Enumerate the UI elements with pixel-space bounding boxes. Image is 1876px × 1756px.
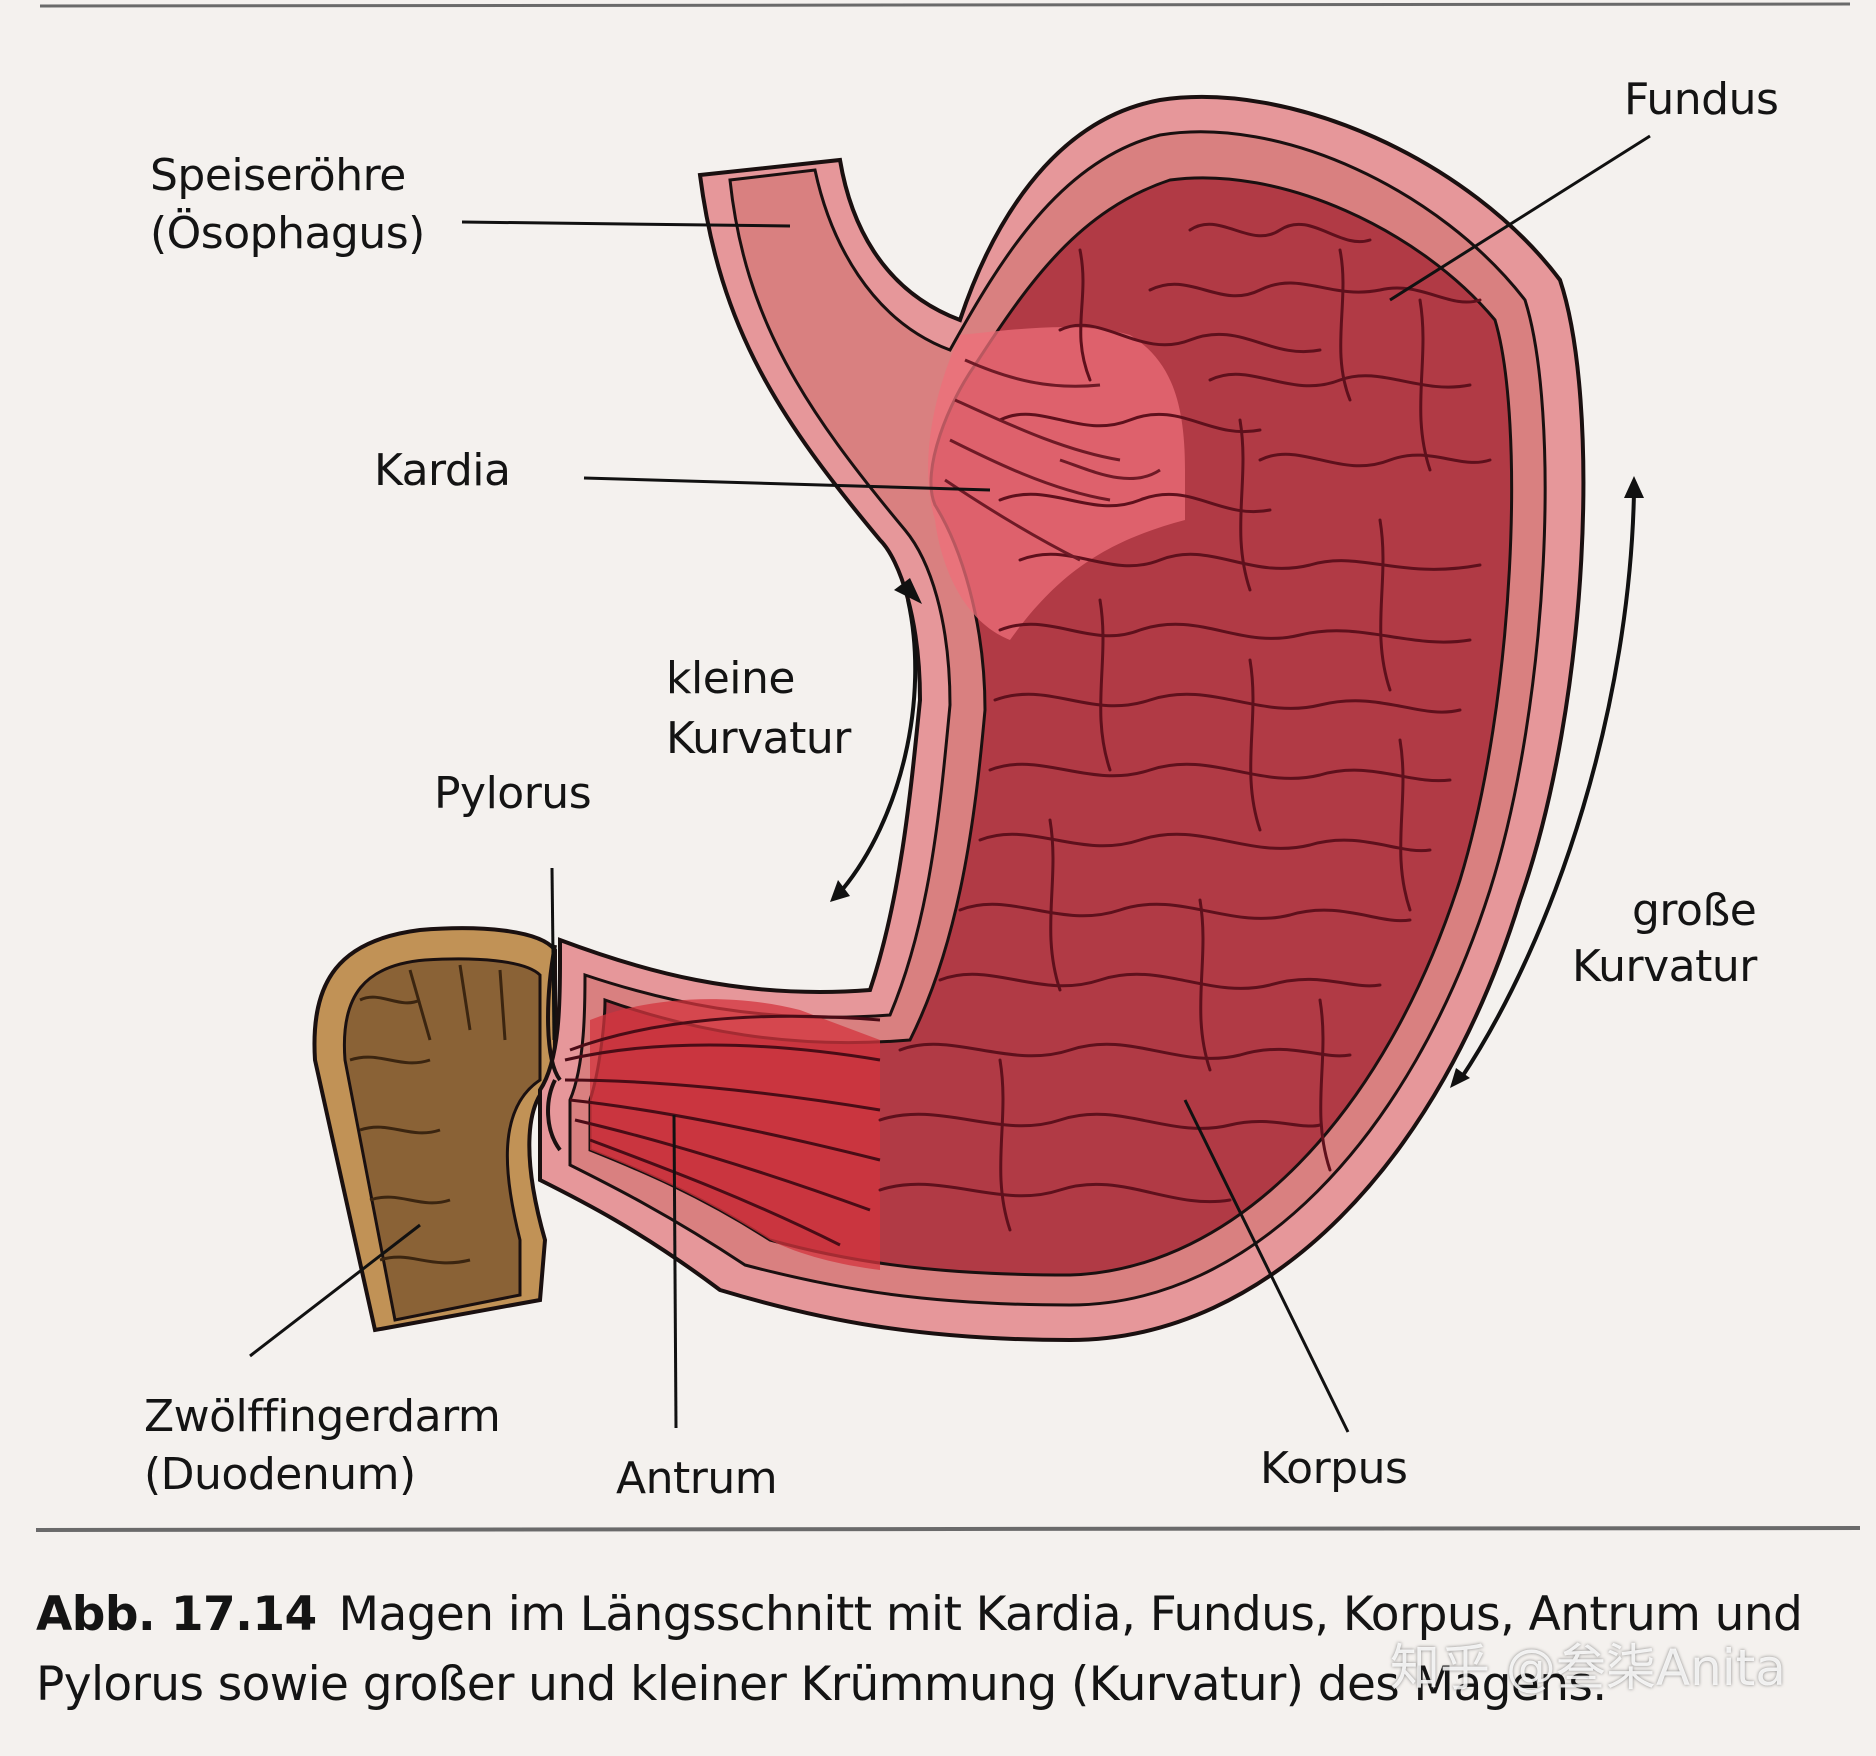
top-rule (39, 2, 1851, 8)
label-esophagus-line1: Speiseröhre (150, 150, 406, 201)
kleine-kurvatur-arrow (830, 578, 922, 902)
bottom-rule (35, 1526, 1861, 1532)
leader-lines (249, 134, 1651, 1433)
label-fundus: Fundus (1624, 74, 1779, 125)
label-grosse-kurvatur-line1: große (1632, 885, 1757, 936)
label-grosse-kurvatur-line2: Kurvatur (1572, 941, 1757, 992)
leader-esophagus (461, 220, 791, 228)
watermark: 知乎 @叁柒Anita (1390, 1639, 1786, 1697)
label-korpus: Korpus (1260, 1443, 1408, 1494)
antrum-folds (564, 1014, 881, 1247)
label-kleine-kurvatur-line2: Kurvatur (666, 713, 851, 764)
kardia-region (928, 327, 1185, 640)
label-esophagus-line2: (Ösophagus) (150, 208, 425, 259)
antrum-region (590, 999, 880, 1270)
leader-pylorus (550, 867, 556, 1041)
leader-duodenum (249, 1223, 421, 1358)
mucosa-folds (878, 222, 1492, 1232)
label-kleine-kurvatur-line1: kleine (666, 653, 795, 704)
label-antrum: Antrum (616, 1453, 778, 1504)
leader-antrum (672, 1114, 678, 1429)
leader-korpus (1183, 1099, 1350, 1433)
label-kardia: Kardia (374, 445, 511, 496)
label-pylorus: Pylorus (434, 768, 592, 819)
label-duodenum-line2: (Duodenum) (144, 1449, 416, 1500)
label-duodenum-line1: Zwölffingerdarm (144, 1391, 501, 1442)
leader-fundus (1389, 134, 1651, 302)
leader-kardia (583, 476, 991, 492)
figure-number: Abb. 17.14 (36, 1587, 317, 1642)
grosse-kurvatur-arrow (1450, 476, 1644, 1088)
duodenum (312, 926, 557, 1333)
kardia-folds (944, 358, 1161, 562)
caption-text: Magen im Längsschnitt mit Kardia, Fundus… (36, 1587, 1803, 1712)
